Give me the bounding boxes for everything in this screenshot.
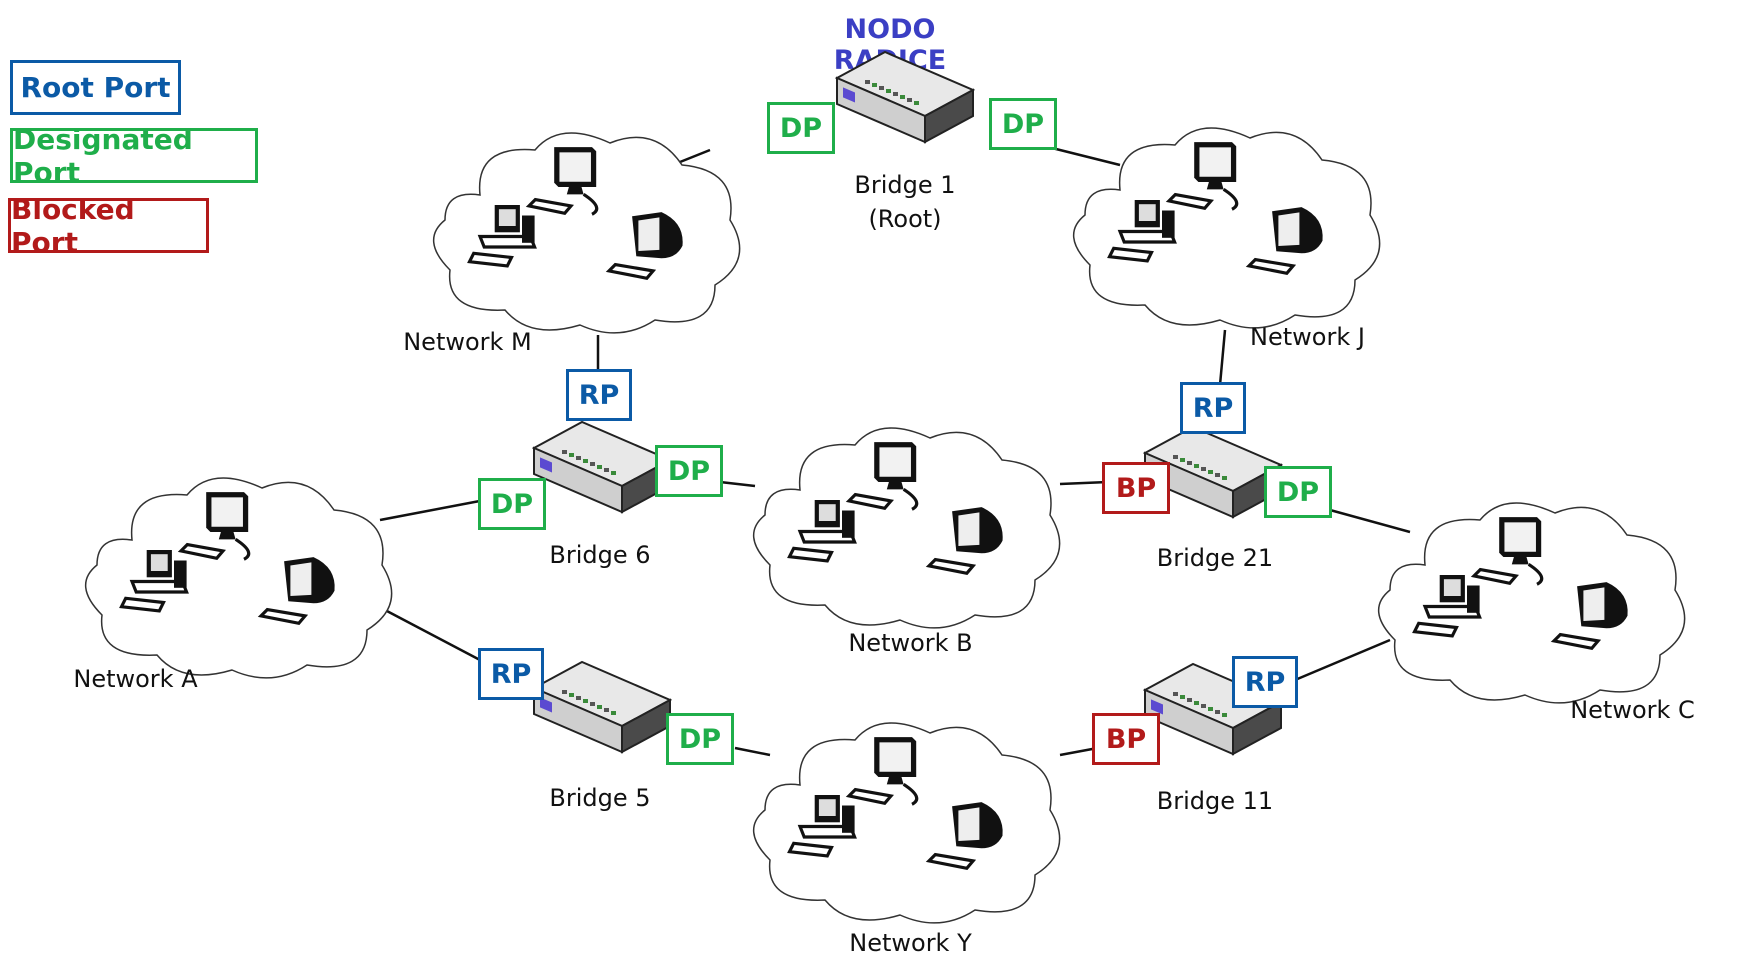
computer-icon bbox=[1470, 517, 1544, 586]
computer-icon bbox=[467, 205, 537, 268]
network-y-label: Network Y bbox=[849, 929, 972, 957]
network-j-cloud bbox=[1060, 120, 1395, 335]
link-network-j-b21 bbox=[1218, 329, 1227, 386]
bridge-6-label: Bridge 6 bbox=[549, 541, 651, 569]
bridge-5-port-left-rp: RP bbox=[478, 648, 544, 700]
network-m-label: Network M bbox=[403, 328, 532, 356]
network-y-cloud bbox=[740, 715, 1075, 930]
computer-icon bbox=[787, 795, 857, 858]
network-c-label: Network C bbox=[1570, 696, 1695, 724]
computer-icon bbox=[605, 212, 683, 280]
link-b6-network-b bbox=[719, 480, 756, 488]
bridge-1-port-left-dp: DP bbox=[767, 102, 835, 154]
bridge-6-switch-icon bbox=[531, 420, 673, 515]
bridge-5-switch-icon bbox=[531, 660, 673, 755]
link-b21-network-c bbox=[1329, 508, 1411, 534]
computer-icon bbox=[787, 500, 857, 563]
link-network-a-b5 bbox=[384, 608, 481, 662]
computer-icon bbox=[257, 557, 335, 625]
computer-icon bbox=[925, 802, 1003, 870]
link-network-a-b6 bbox=[379, 498, 486, 522]
computer-icon bbox=[177, 492, 251, 561]
computer-icon bbox=[1550, 582, 1628, 650]
bridge-11-label: Bridge 11 bbox=[1156, 787, 1274, 815]
computer-icon bbox=[119, 550, 189, 613]
link-network-b-b21 bbox=[1059, 480, 1109, 486]
bridge-5-port-right-dp: DP bbox=[666, 713, 734, 765]
bridge-1-switch-icon bbox=[834, 50, 976, 145]
switch-shape bbox=[531, 420, 673, 514]
network-a-label: Network A bbox=[73, 665, 198, 693]
network-c-cloud bbox=[1365, 495, 1700, 710]
legend-root-port: Root Port bbox=[10, 60, 181, 115]
network-m-cloud bbox=[420, 125, 755, 340]
network-b-label: Network B bbox=[848, 629, 973, 657]
computer-icon bbox=[845, 442, 919, 511]
computer-icon bbox=[1107, 200, 1177, 263]
legend-blocked-port: Blocked Port bbox=[8, 193, 209, 259]
cloud-shape bbox=[752, 722, 1061, 924]
link-b11-network-c bbox=[1294, 638, 1391, 682]
bridge-6-port-right-dp: DP bbox=[655, 445, 723, 497]
bridge-11-port-left-bp: BP bbox=[1092, 713, 1160, 765]
bridge-6-port-top-rp: RP bbox=[566, 369, 632, 421]
cloud-shape bbox=[752, 427, 1061, 629]
bridge-21-port-left-bp: BP bbox=[1102, 462, 1170, 514]
switch-shape bbox=[834, 50, 976, 144]
cloud-shape bbox=[1377, 502, 1686, 704]
computer-icon bbox=[925, 507, 1003, 575]
computer-icon bbox=[1165, 142, 1239, 211]
bridge-5-label: Bridge 5 bbox=[549, 784, 651, 812]
bridge-1-port-right-dp: DP bbox=[989, 98, 1057, 150]
computer-icon bbox=[525, 147, 599, 216]
computer-icon bbox=[1245, 207, 1323, 275]
computer-icon bbox=[845, 737, 919, 806]
link-b5-network-y bbox=[734, 746, 771, 757]
network-a-cloud bbox=[72, 470, 407, 685]
bridge-11-port-top-rp: RP bbox=[1232, 656, 1298, 708]
cloud-shape bbox=[432, 132, 741, 334]
network-j-label: Network J bbox=[1250, 323, 1365, 351]
cloud-shape bbox=[84, 477, 393, 679]
bridge-21-label: Bridge 21 bbox=[1156, 544, 1274, 572]
bridge-6-port-left-dp: DP bbox=[478, 478, 546, 530]
computer-icon bbox=[1412, 575, 1482, 638]
bridge-1-label: Bridge 1(Root) bbox=[854, 171, 956, 233]
bridge-21-port-right-dp: DP bbox=[1264, 466, 1332, 518]
legend-designated-port: Designated Port bbox=[10, 123, 258, 189]
cloud-shape bbox=[1072, 127, 1381, 329]
network-b-cloud bbox=[740, 420, 1075, 635]
bridge-21-port-top-rp: RP bbox=[1180, 382, 1246, 434]
switch-shape bbox=[531, 660, 673, 754]
